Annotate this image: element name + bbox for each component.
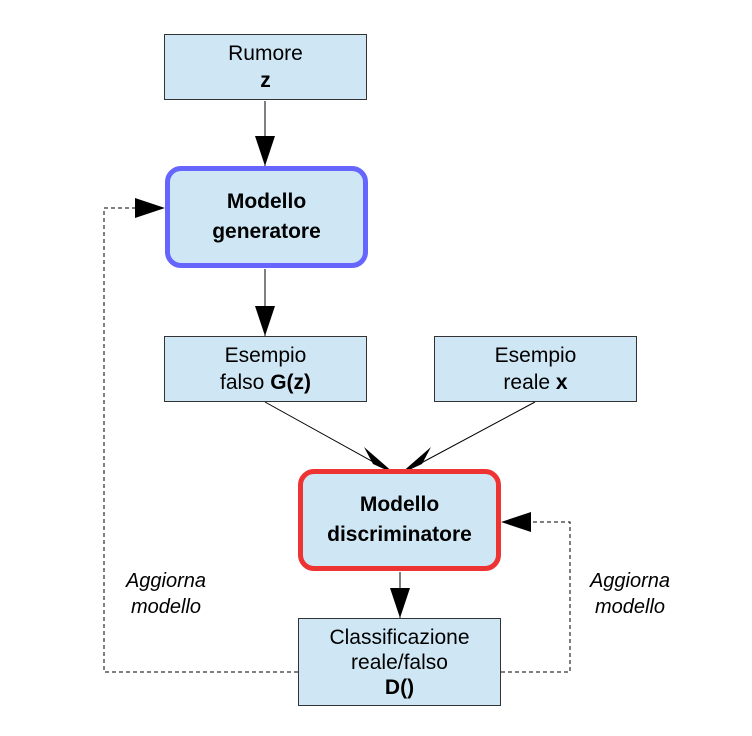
classification-line1: Classificazione	[329, 625, 470, 649]
update-generator-line1: Aggiorna	[125, 570, 207, 592]
arrowhead-fake-to-discriminator	[364, 447, 395, 474]
classification-box: Classificazione reale/falso D()	[298, 618, 501, 706]
update-discriminator-line1: Aggiorna	[589, 570, 671, 592]
discriminator-line2: discriminatore	[327, 523, 472, 546]
real-sample-line1: Esempio	[494, 344, 577, 367]
real-sample-line2: reale x	[503, 369, 567, 396]
feedback-to-generator	[103, 207, 298, 673]
noise-box: Rumore z	[164, 34, 367, 100]
generator-box: Modello generatore	[165, 166, 368, 268]
update-generator-label: Aggiorna modello	[96, 568, 236, 620]
fake-sample-prefix: falso	[219, 371, 271, 394]
generator-line1: Modello	[226, 190, 307, 213]
arrowhead-generator-to-fake	[255, 306, 275, 336]
arrowhead-noise-to-generator	[255, 136, 275, 166]
classification-line2: reale/falso	[351, 650, 448, 674]
update-discriminator-line2: modello	[594, 596, 666, 618]
fake-sample-line2: falso G(z)	[220, 369, 311, 396]
discriminator-line1: Modello	[359, 493, 440, 516]
generator-line2: generatore	[212, 220, 321, 243]
arrow-fake-to-discriminator	[264, 401, 387, 470]
fake-sample-line1: Esempio	[224, 344, 307, 367]
real-sample-prefix: reale	[503, 371, 556, 394]
update-generator-line2: modello	[130, 596, 202, 618]
arrowhead-feedback-to-discriminator	[501, 512, 531, 532]
real-sample-box: Esempio reale x	[434, 336, 637, 402]
arrowhead-discriminator-to-class	[390, 588, 410, 618]
fake-sample-symbol: G(z)	[270, 371, 312, 394]
noise-title: Rumore	[228, 42, 303, 65]
arrow-real-to-discriminator	[409, 401, 536, 470]
fake-sample-box: Esempio falso G(z)	[164, 336, 367, 402]
real-sample-symbol: x	[555, 371, 568, 394]
arrowhead-feedback-to-generator	[135, 198, 165, 218]
update-discriminator-label: Aggiorna modello	[560, 568, 700, 620]
arrowhead-real-to-discriminator	[400, 447, 431, 474]
discriminator-box: Modello discriminatore	[298, 469, 501, 571]
feedback-to-discriminator	[501, 521, 571, 673]
classification-symbol: D()	[384, 675, 415, 699]
noise-symbol: z	[260, 69, 271, 92]
